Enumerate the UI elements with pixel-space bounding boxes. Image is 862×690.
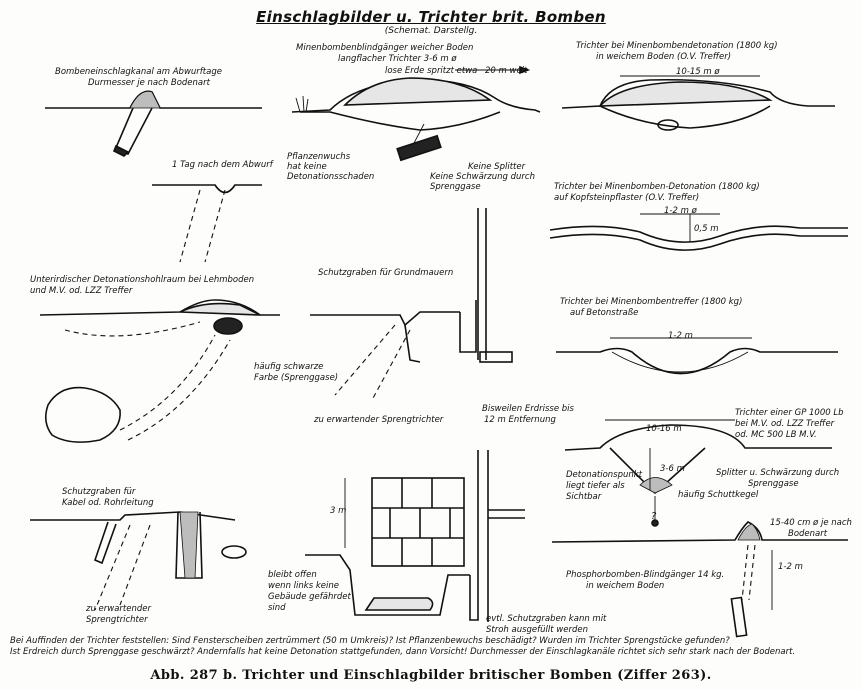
label-gp-title-3: od. MC 500 LB M.V. xyxy=(735,430,817,440)
label-entry-channel-diameter: Durmesser je nach Bodenart xyxy=(88,78,210,88)
panel-mine-dud xyxy=(291,65,541,162)
label-soft-crater-diameter: 10-15 m ø xyxy=(676,67,720,77)
label-soft-crater-soil: in weichem Boden (O.V. Treffer) xyxy=(596,52,732,62)
label-twenty-metres: 20 m weit xyxy=(485,66,528,76)
diagram-subtitle: (Schemat. Darstellg. xyxy=(384,26,478,36)
figure-caption: Abb. 287 b. Trichter und Einschlagbilder… xyxy=(150,668,712,683)
panel-cobblestone-crater xyxy=(549,213,848,251)
footnote-line-1: Bei Auffinden der Trichter feststellen: … xyxy=(10,636,730,646)
label-phosphor-soil-type: Bodenart xyxy=(788,529,828,539)
label-plants-3: Detonationsschaden xyxy=(287,172,375,182)
label-one-day-after: 1 Tag nach dem Abwurf xyxy=(172,160,273,170)
label-question-mark: ? xyxy=(651,511,657,522)
label-cracks-1: Bisweilen Erdrisse bis xyxy=(482,404,574,414)
label-mine-dud-title: Minenbombenblindgänger weicher Boden xyxy=(296,43,474,53)
label-splinters-1: Splitter u. Schwärzung durch xyxy=(716,468,840,478)
label-concrete-title: Trichter bei Minenbombentreffer (1800 kg… xyxy=(560,297,743,307)
label-rubble-cone: häufig Schuttkegel xyxy=(678,490,759,500)
panel-entry-channel xyxy=(45,90,262,263)
label-phosphor-title-2: in weichem Boden xyxy=(586,581,665,591)
label-straw-1: evtl. Schutzgraben kann mit xyxy=(486,614,607,624)
label-cracks-2: 12 m Entfernung xyxy=(484,415,556,425)
label-detonation-point-3: Sichtbar xyxy=(566,492,602,502)
label-wall-height: 3 m xyxy=(330,506,347,516)
label-black-colour-2: Farbe (Sprenggase) xyxy=(254,373,339,383)
footnote-line-2: Ist Erdreich durch Sprenggase geschwärzt… xyxy=(10,647,796,657)
label-soft-crater-title: Trichter bei Minenbombendetonation (1800… xyxy=(576,41,778,51)
label-expected-crater-foundation: zu erwartender Sprengtrichter xyxy=(314,415,444,425)
label-cable-trench-title-2: Kabel od. Rohrleitung xyxy=(62,498,154,508)
label-cobble-title: Trichter bei Minenbomben-Detonation (180… xyxy=(554,182,760,192)
panel-gp-crater xyxy=(564,419,832,527)
label-detonation-point-1: Detonationspunkt xyxy=(566,470,643,480)
panel-concrete-crater xyxy=(556,337,838,375)
label-cobble-surface: auf Kopfsteinpflaster (O.V. Treffer) xyxy=(554,193,700,203)
label-gp-title-1: Trichter einer GP 1000 Lb xyxy=(735,408,844,418)
label-no-splinters-1: Keine Splitter xyxy=(468,162,526,172)
label-plants-2: hat keine xyxy=(287,162,327,172)
label-entry-channel-title: Bombeneinschlagkanal am Abwurftage xyxy=(55,67,222,77)
label-concrete-road: auf Betonstraße xyxy=(570,308,639,318)
label-gp-diameter: 10-16 m xyxy=(646,424,682,434)
label-phosphor-depth: 1-2 m xyxy=(778,562,803,572)
panel-underground-cavity xyxy=(39,299,280,443)
label-cable-trench-title-1: Schutzgraben für xyxy=(62,487,136,497)
label-splinters-2: Sprenggase xyxy=(748,479,799,489)
label-cable-expected-2: Sprengtrichter xyxy=(86,615,148,625)
panel-cable-trench xyxy=(30,511,247,611)
panel-phosphorus-dud xyxy=(551,521,848,638)
label-concrete-diameter: 1-2 m xyxy=(668,331,693,341)
label-cable-expected-1: zu erwartender xyxy=(86,604,151,614)
label-stays-open-4: sind xyxy=(268,603,286,613)
footnotes: Bei Auffinden der Trichter feststellen: … xyxy=(10,636,795,658)
label-phosphor-diameter: 15-40 cm ø je nach xyxy=(770,518,852,528)
label-gp-depth: 3-6 m xyxy=(660,464,685,474)
label-cavity-hits: und M.V. od. LZZ Treffer xyxy=(30,286,133,296)
panel-foundation-trench xyxy=(310,208,513,401)
label-phosphor-title-1: Phosphorbomben-Blindgänger 14 kg. xyxy=(566,570,725,580)
label-stays-open-2: wenn links keine xyxy=(268,581,339,591)
label-stays-open-3: Gebäude gefährdet xyxy=(268,592,351,602)
label-mine-dud-crater: langflacher Trichter 3-6 m ø xyxy=(338,54,457,64)
label-no-splinters-3: Sprenggase xyxy=(430,182,481,192)
label-cobble-depth: 0,5 m xyxy=(694,224,719,234)
diagram-title: Einschlagbilder u. Trichter brit. Bomben xyxy=(256,8,606,26)
label-detonation-point-2: liegt tiefer als xyxy=(566,481,625,491)
label-cobble-diameter: 1-2 m ø xyxy=(664,206,697,216)
label-foundation-trench-title: Schutzgraben für Grundmauern xyxy=(318,268,454,278)
label-straw-2: Stroh ausgefüllt werden xyxy=(486,625,588,635)
label-loose-earth: lose Erde spritzt etwa xyxy=(385,66,478,76)
label-stays-open-1: bleibt offen xyxy=(268,570,317,580)
label-cavity-title: Unterirdischer Detonationshohlraum bei L… xyxy=(30,275,255,285)
label-gp-title-2: bei M.V. od. LZZ Treffer xyxy=(735,419,835,429)
label-black-colour-1: häufig schwarze xyxy=(254,362,324,372)
panel-building-trench xyxy=(305,450,525,622)
label-no-splinters-2: Keine Schwärzung durch xyxy=(430,172,535,182)
panel-soft-crater xyxy=(561,75,835,131)
label-plants-1: Pflanzenwuchs xyxy=(287,152,351,162)
